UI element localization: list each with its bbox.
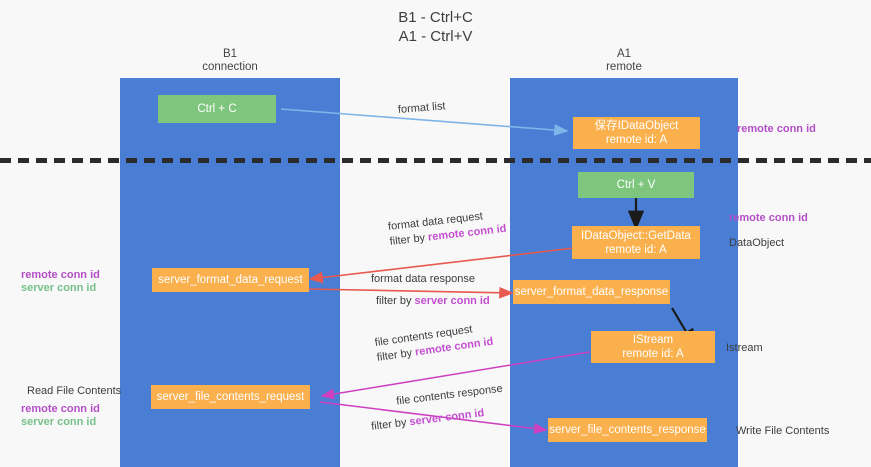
node-server-file-contents-response-label: server_file_contents_response <box>549 424 706 436</box>
edge-label-format-list-line1: format list <box>397 100 446 116</box>
filter-by-prefix-3: filter by <box>376 346 416 364</box>
side-label-left-remote-conn-id-1: remote conn id <box>21 269 100 281</box>
node-server-file-contents-request[interactable]: server_file_contents_request <box>151 385 310 409</box>
node-getdata-line1: IDataObject::GetData <box>581 229 691 242</box>
lane-header-b1: B1 connection <box>120 48 340 74</box>
node-istream-line1: IStream <box>632 334 674 346</box>
edge-label-format-data-response: format data response filter by server co… <box>371 272 490 309</box>
lane-header-b1-title: B1 <box>222 48 238 60</box>
node-istream[interactable]: IStream remote id: A <box>591 331 715 363</box>
page-title: B1 - Ctrl+C A1 - Ctrl+V <box>0 8 871 46</box>
edge-label-format-list: format list <box>397 99 446 118</box>
edge-label-file-contents-response: file contents response filter by server … <box>368 382 507 435</box>
server-conn-id-highlight-1: server conn id <box>414 295 490 307</box>
side-label-left-server-conn-id-1: server conn id <box>21 282 97 294</box>
side-label-left-server-conn-id-2: server conn id <box>21 416 97 428</box>
side-label-remote-conn-id-top: remote conn id <box>737 123 816 135</box>
server-conn-id-highlight-2: server conn id <box>408 407 485 429</box>
edge-label-format-data-response-line2: filter by server conn id <box>376 294 490 309</box>
lane-header-a1-subtitle: remote <box>606 61 642 73</box>
side-label-istream: Istream <box>726 342 763 354</box>
node-server-format-data-request[interactable]: server_format_data_request <box>152 268 309 292</box>
edge-label-format-data-request: format data request filter by remote con… <box>387 207 507 250</box>
node-idataobject-line2: remote id: A <box>605 134 668 146</box>
node-server-format-data-response[interactable]: server_format_data_response <box>513 280 670 304</box>
node-ctrl-c-label: Ctrl + C <box>197 103 237 115</box>
side-label-remote-conn-id-mid: remote conn id <box>729 212 808 224</box>
title-line-1: B1 - Ctrl+C <box>398 9 473 26</box>
node-idataobject-line1: 保存IDataObject <box>594 120 679 132</box>
filter-by-prefix-1: filter by <box>389 231 429 248</box>
edge-label-file-contents-response-line2: filter by server conn id <box>370 404 506 435</box>
node-ctrl-v-label: Ctrl + V <box>616 179 656 191</box>
node-idataobject[interactable]: 保存IDataObject remote id: A <box>573 117 700 149</box>
side-label-left-remote-conn-id-2: remote conn id <box>21 403 100 415</box>
node-ctrl-v[interactable]: Ctrl + V <box>578 172 694 198</box>
node-server-file-contents-request-label: server_file_contents_request <box>156 391 305 403</box>
phase-divider <box>0 158 871 163</box>
node-server-format-data-response-label: server_format_data_response <box>514 286 669 298</box>
lane-header-b1-subtitle: connection <box>202 61 258 73</box>
filter-by-prefix-2: filter by <box>376 295 415 307</box>
node-server-file-contents-response[interactable]: server_file_contents_response <box>548 418 707 442</box>
side-label-read-file-contents: Read File Contents <box>27 385 122 397</box>
lane-header-a1: A1 remote <box>510 48 738 74</box>
side-label-write-file-contents: Write File Contents <box>736 425 830 437</box>
node-idataobject-getdata[interactable]: IDataObject::GetData remote id: A <box>572 226 700 259</box>
lane-header-a1-title: A1 <box>616 48 632 60</box>
title-line-2: A1 - Ctrl+V <box>398 28 473 45</box>
filter-by-prefix-4: filter by <box>370 416 411 433</box>
edge-label-format-data-response-line1: format data response <box>371 273 475 285</box>
edge-label-file-contents-request: file contents request filter by remote c… <box>374 320 494 366</box>
node-ctrl-c[interactable]: Ctrl + C <box>158 95 276 123</box>
node-server-format-data-request-label: server_format_data_request <box>158 274 303 286</box>
node-getdata-line2: remote id: A <box>605 243 667 256</box>
node-istream-line2: remote id: A <box>622 348 684 360</box>
side-label-dataobject: DataObject <box>729 237 785 249</box>
